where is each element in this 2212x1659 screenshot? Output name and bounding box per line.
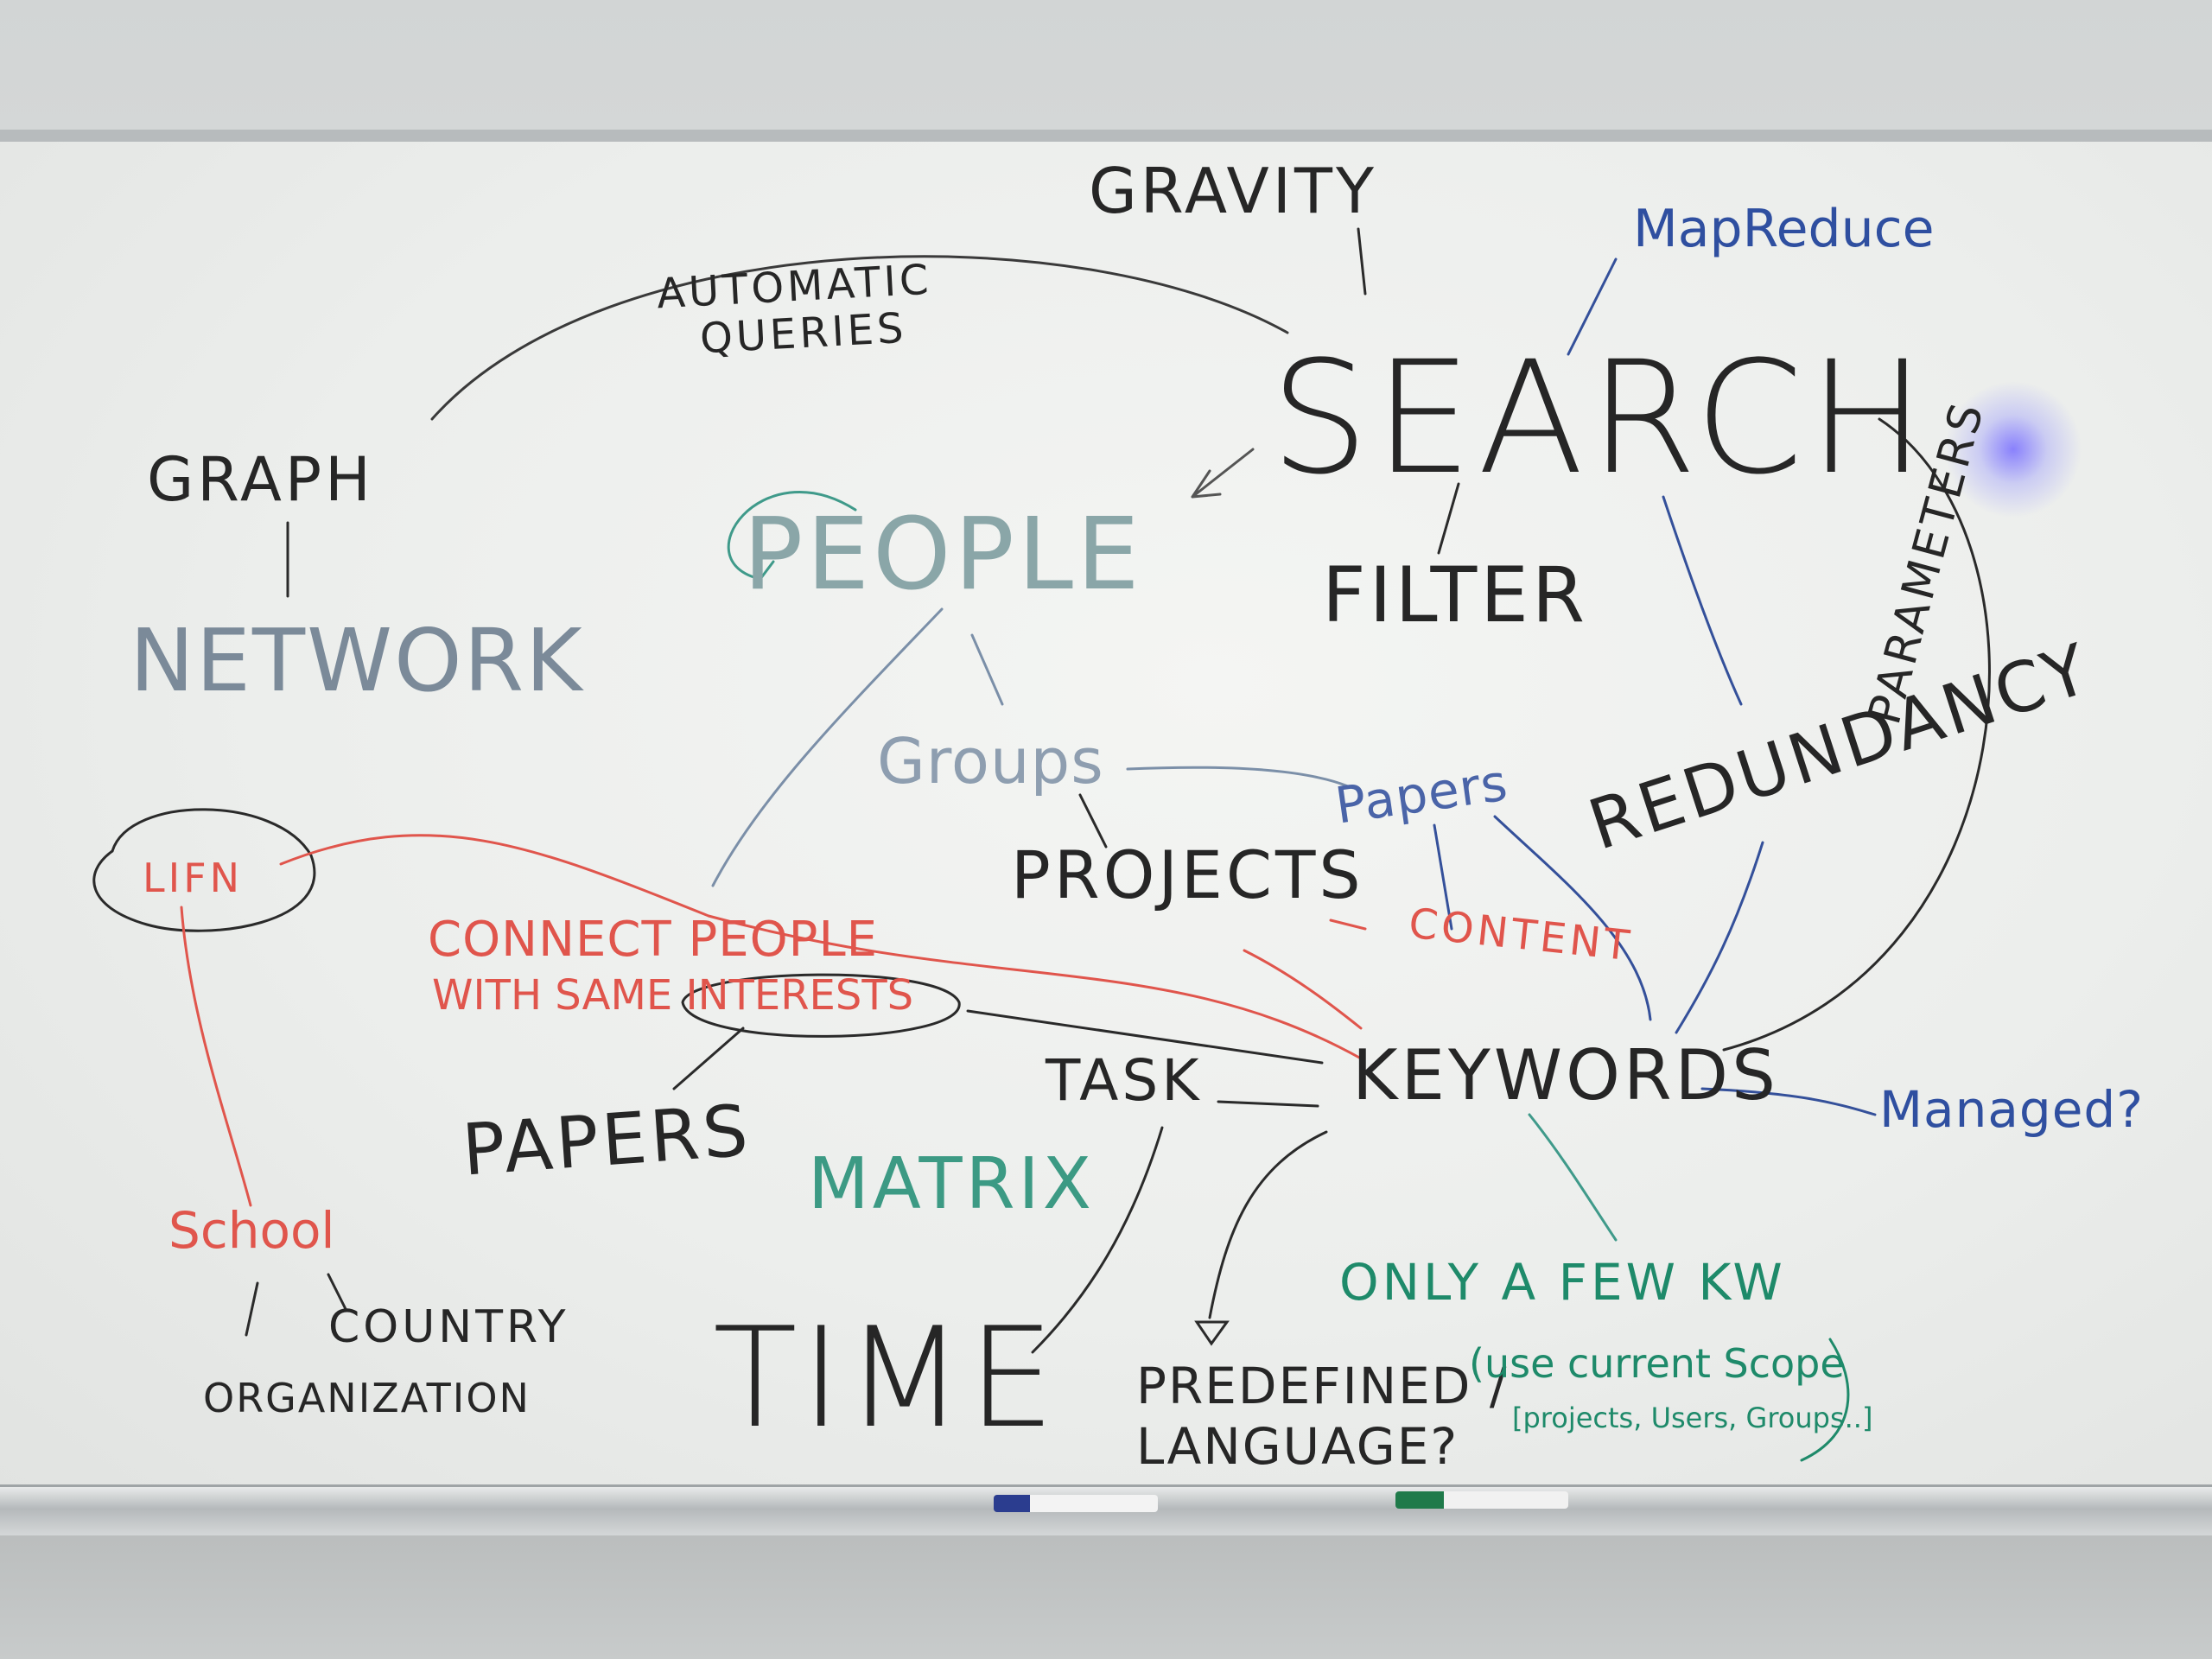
word-people: PEOPLE (743, 497, 1143, 613)
connector-projects-keywords (1243, 949, 1363, 1030)
connector-search-keywords (1722, 417, 1991, 1052)
connector-papers-keywords (1493, 815, 1652, 1021)
connector-people-connect (711, 607, 944, 887)
interests-ellipse (681, 973, 961, 1038)
light-glare (1944, 380, 2082, 518)
connector-lifn-keywords (279, 834, 1363, 1060)
lifn-circle (92, 808, 316, 932)
connector-keywords-fewkw (1528, 1113, 1618, 1242)
word-network: NETWORK (130, 610, 584, 711)
connector-people-groups (970, 633, 1004, 706)
word-language: LANGUAGE? (1136, 1417, 1459, 1476)
connector-redundancy-keywords (1675, 841, 1764, 1034)
connector-keywords-managed (1700, 1087, 1877, 1116)
connector-search-people-arrow (1191, 448, 1255, 499)
word-mapreduce: MapReduce (1633, 199, 1935, 259)
connector-gravity-search (1357, 227, 1367, 296)
connector-keywords-predefined (1208, 1130, 1328, 1319)
word-projects: PROJECTS (1011, 836, 1364, 913)
word-scope-list: [projects, Users, Groups..] (1512, 1402, 1873, 1434)
connector-papers-content (1433, 823, 1453, 931)
connector-school-country (327, 1273, 347, 1311)
connector-graph-search (430, 255, 1289, 421)
connector-mapreduce-search (1567, 257, 1618, 356)
connector-search-filter (1437, 482, 1460, 555)
word-only-a-few-kw: ONLY A FEW KW (1339, 1253, 1786, 1312)
word-managed: Managed? (1879, 1080, 2144, 1139)
connector-interests-papers (672, 1027, 745, 1090)
word-papers-bottom: PAPERS (460, 1090, 754, 1192)
word-keywords: KEYWORDS (1352, 1035, 1779, 1116)
connector-groups-papers (1126, 766, 1350, 788)
word-lifn: LIFN (143, 855, 244, 901)
word-predefined: PREDEFINED / (1136, 1357, 1509, 1415)
connector-task-keywords (1217, 1100, 1319, 1108)
word-task: TASK (1046, 1047, 1203, 1114)
scope-bracket-right (1800, 1338, 1850, 1462)
word-connect-people: CONNECT PEOPLE (428, 912, 879, 968)
word-organization: ORGANIZATION (203, 1375, 531, 1421)
word-with-same-interests: WITH SAME INTERESTS (432, 971, 914, 1020)
arrowhead-predefined (1194, 1320, 1230, 1346)
word-time: TIME (713, 1297, 1059, 1459)
connector-interests-keywords (966, 1009, 1324, 1065)
word-graph: GRAPH (147, 444, 374, 515)
word-use-current-scope: (use current Scope (1469, 1340, 1845, 1387)
blue-marker (994, 1495, 1158, 1512)
word-matrix: MATRIX (808, 1143, 1095, 1225)
word-school: School (168, 1201, 335, 1260)
word-filter: FILTER (1322, 550, 1588, 639)
connector-task-time (1031, 1126, 1164, 1354)
connector-school-organization (245, 1281, 259, 1337)
connector-projects-content (1329, 918, 1367, 931)
connector-lifn-school (180, 906, 252, 1207)
word-country: COUNTRY (328, 1301, 569, 1353)
word-gravity: GRAVITY (1089, 155, 1377, 227)
people-swirl (727, 491, 857, 581)
wall-below-board (0, 1521, 2212, 1659)
word-groups: Groups (877, 725, 1104, 798)
word-queries: QUERIES (698, 303, 908, 364)
green-marker (1395, 1491, 1568, 1509)
connector-groups-projects (1078, 793, 1108, 849)
connector-search-redundancy (1662, 495, 1743, 706)
whiteboard-surface (0, 130, 2212, 1495)
word-search: SEARCH (1270, 328, 1931, 509)
